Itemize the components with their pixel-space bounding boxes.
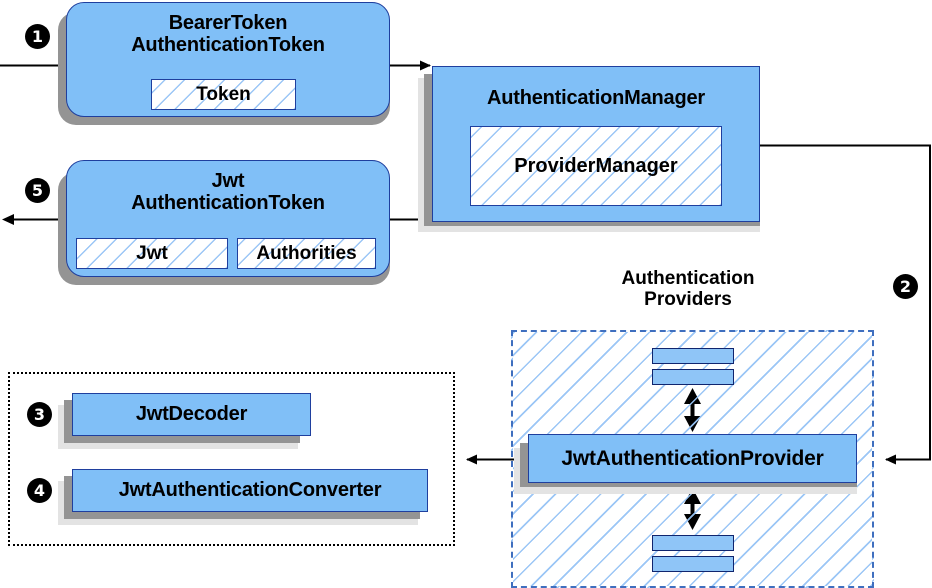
authentication-providers-caption: Authentication Providers <box>562 268 814 311</box>
jwt-token-title: Jwt AuthenticationToken <box>131 170 325 215</box>
authentication-manager-title: AuthenticationManager <box>486 87 706 109</box>
step-marker-4: 4 <box>27 478 52 503</box>
provider-bar-top-2 <box>652 369 734 385</box>
jwt-token-title-line2: AuthenticationToken <box>131 192 325 215</box>
jwt-authentication-provider-title: JwtAuthenticationProvider <box>561 446 824 470</box>
jwt-token-field-jwt[interactable]: Jwt <box>76 238 228 269</box>
authentication-providers-caption-line1: Authentication <box>621 268 755 289</box>
jwt-token-field-authorities[interactable]: Authorities <box>237 238 376 269</box>
jwt-token-title-line1: Jwt <box>211 170 245 192</box>
jwt-decoder-node[interactable]: JwtDecoder <box>72 393 311 436</box>
provider-bar-top-1 <box>652 348 734 364</box>
bearer-token-node[interactable]: BearerToken AuthenticationToken <box>66 2 390 117</box>
authentication-providers-caption-line2: Providers <box>644 289 732 311</box>
provider-bar-bottom-2 <box>652 556 734 572</box>
jwt-authentication-converter-title: JwtAuthenticationConverter <box>118 479 382 502</box>
authentication-manager-field-provider-manager[interactable]: ProviderManager <box>470 126 722 206</box>
jwt-decoder-title: JwtDecoder <box>135 403 248 426</box>
bearer-token-title: BearerToken AuthenticationToken <box>131 12 325 57</box>
wire-manager-to-providers <box>760 144 931 465</box>
step-marker-5: 5 <box>25 178 50 203</box>
bearer-token-field-token[interactable]: Token <box>151 79 296 110</box>
jwt-authentication-converter-node[interactable]: JwtAuthenticationConverter <box>72 469 428 512</box>
provider-bar-bottom-1 <box>652 535 734 551</box>
step-marker-3: 3 <box>27 402 52 427</box>
bearer-token-title-line1: BearerToken <box>168 12 288 34</box>
step-marker-2: 2 <box>893 274 918 299</box>
jwt-support-container <box>8 372 455 546</box>
jwt-authentication-provider-node[interactable]: JwtAuthenticationProvider <box>528 434 857 483</box>
step-marker-1: 1 <box>25 24 50 49</box>
bearer-token-title-line2: AuthenticationToken <box>131 34 325 57</box>
